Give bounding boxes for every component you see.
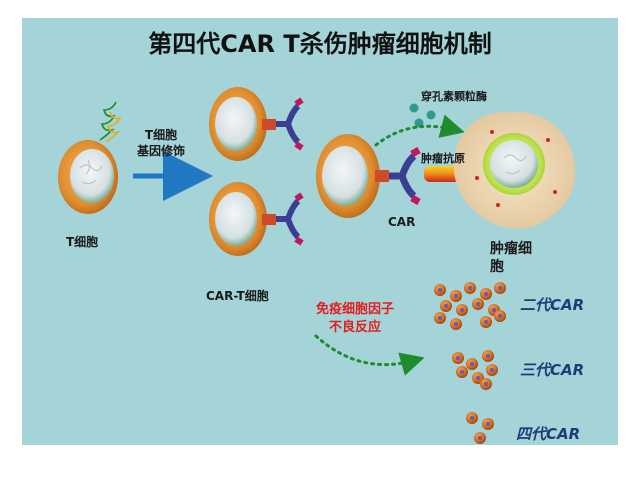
gene-mod-label-line2: 基因修饰 xyxy=(136,144,185,158)
dots-gen-4 xyxy=(466,412,494,444)
gene-mod-label-line1: T细胞 xyxy=(144,128,178,142)
cytokine-dot-core xyxy=(437,287,443,293)
diagram-title: 第四代CAR T杀伤肿瘤细胞机制 xyxy=(148,30,492,58)
dna-helix-icon xyxy=(99,101,122,143)
cytokine-dot-core xyxy=(489,367,495,373)
granule-dots xyxy=(409,103,436,128)
cytokine-dot-core xyxy=(477,435,483,441)
cytokine-dot-core xyxy=(453,293,459,299)
cytokine-dot-core xyxy=(459,369,465,375)
cytokine-dot-core xyxy=(497,313,503,319)
cytokine-dot-clusters xyxy=(434,282,506,444)
cytokine-dot-core xyxy=(469,361,475,367)
cytokine-dot-core xyxy=(491,307,497,313)
cytokine-dot-core xyxy=(453,321,459,327)
dots-gen-3 xyxy=(452,350,498,390)
crs-label-line2: 不良反应 xyxy=(328,320,381,335)
generation-label-2: 二代CAR xyxy=(520,296,585,314)
tumor-cell-label-line1: 肿瘤细 xyxy=(490,241,532,257)
cytokine-dot-core xyxy=(469,415,475,421)
tumor-cell-label-line2: 胞 xyxy=(490,259,504,275)
cytokine-dot-core xyxy=(497,285,503,291)
cytokine-dot-core xyxy=(485,353,491,359)
cytokine-dot-core xyxy=(483,291,489,297)
cytokine-dot-core xyxy=(483,319,489,325)
generation-label-3: 三代CAR xyxy=(520,361,585,379)
car-label: CAR xyxy=(388,215,416,229)
cytokine-dot-core xyxy=(443,303,449,309)
cytotoxic-arrow xyxy=(374,114,465,147)
perforin-label: 穿孔素颗粒酶 xyxy=(421,90,487,103)
generation-label-4: 四代CAR xyxy=(516,425,581,443)
t-cell-graphic xyxy=(58,140,118,214)
cytokine-dot-core xyxy=(455,355,461,361)
car-t-cell-top-graphic xyxy=(209,87,304,161)
tumor-cell-graphic xyxy=(453,111,576,229)
cytokine-dot-core xyxy=(459,307,465,313)
dots-gen-2 xyxy=(434,282,506,330)
cytokine-dot-core xyxy=(483,381,489,387)
cytokine-dot-core xyxy=(475,375,481,381)
car-t-cell-label: CAR-T细胞 xyxy=(206,289,269,303)
cytokine-dot-core xyxy=(475,301,481,307)
tumor-antigen-label: 肿瘤抗原 xyxy=(421,152,465,165)
cytokine-dot-core xyxy=(467,285,473,291)
crs-label-line1: 免疫细胞因子 xyxy=(315,302,394,317)
cytokine-dot-core xyxy=(437,315,443,321)
car-t-cell-bottom-graphic xyxy=(209,182,304,256)
car-t-cell-attacking-graphic xyxy=(316,134,421,218)
cytokine-dot-core xyxy=(485,421,491,427)
cytokine-arrow xyxy=(314,334,425,376)
diagram-panel xyxy=(22,18,618,445)
t-cell-label: T细胞 xyxy=(66,235,99,249)
